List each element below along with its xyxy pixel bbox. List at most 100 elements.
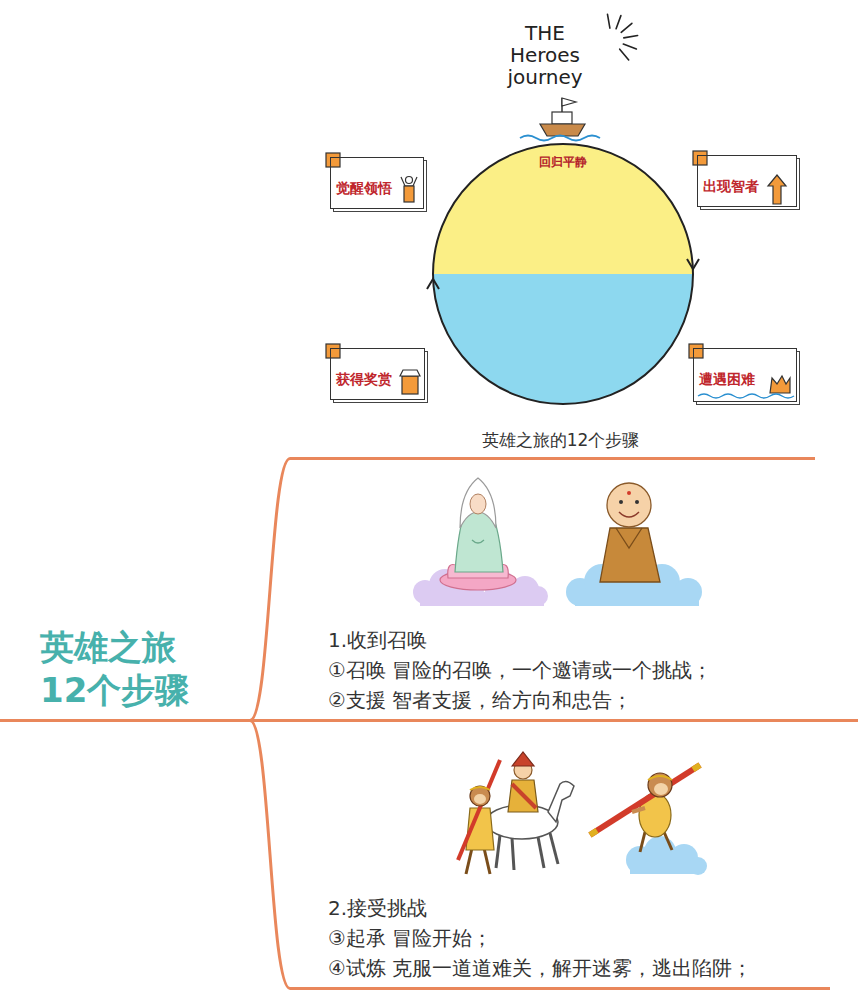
monk-figure	[635, 500, 639, 504]
step-text: 2.接受挑战	[328, 893, 822, 923]
branch-connector	[250, 459, 290, 721]
pilgrim-horse-figure	[470, 786, 490, 806]
pilgrim-horse-figure	[470, 787, 490, 790]
sun-rays	[621, 23, 632, 32]
guanyin-figure	[420, 592, 544, 606]
awakening-icon	[406, 177, 413, 184]
mentor-icon	[768, 175, 786, 204]
stage-card: 遭遇困难	[693, 348, 797, 402]
ship	[562, 98, 576, 106]
monkey-king-figure	[640, 832, 645, 852]
sun-rays	[624, 36, 638, 38]
circle-upper-half	[433, 144, 693, 274]
awakening-icon	[404, 186, 414, 202]
pilgrim-horse-figure	[512, 752, 534, 766]
guanyin-figure	[460, 478, 496, 528]
monk-figure	[600, 528, 660, 582]
stage-label: 获得奖赏	[336, 371, 392, 388]
trouble-icon	[698, 394, 794, 398]
stage-card-corner	[689, 344, 703, 358]
stage-label: 遭遇困难	[699, 371, 755, 388]
ship	[520, 98, 600, 141]
sun-rays	[608, 14, 638, 60]
monkey-king-figure	[630, 862, 702, 874]
reward-icon	[400, 370, 420, 376]
stage-card: 出现智者	[697, 155, 797, 207]
trouble-icon	[770, 376, 790, 393]
sun-rays	[608, 14, 610, 28]
branch-connector	[250, 719, 290, 722]
stage-card: 获得奖赏	[330, 348, 425, 400]
guanyin-figure	[413, 478, 548, 606]
ship	[520, 136, 600, 141]
pilgrim-horse-figure	[508, 780, 538, 812]
step-text: ①召唤 冒险的召唤，一个邀请或一个挑战；	[328, 655, 850, 685]
branch-connector	[250, 721, 290, 989]
step-text: 1.收到召唤	[328, 625, 850, 655]
pilgrim-horse-figure	[512, 784, 536, 808]
branch-topic: 1.收到召唤①召唤 冒险的召唤，一个邀请或一个挑战；②支援 智者支援，给方向和忠…	[290, 460, 858, 722]
stage-label: 出现智者	[703, 178, 759, 195]
pilgrim-horse-figure	[538, 837, 544, 868]
pilgrim-horse-figure	[458, 760, 500, 860]
reward-icon	[400, 370, 420, 394]
connector-group	[250, 459, 290, 989]
monkey-king-figure	[590, 765, 707, 875]
cycle-circle: 回归平静	[432, 143, 694, 405]
monkey-king-figure	[664, 832, 672, 850]
step-text: ②支援 智者支援，给方向和忠告；	[328, 685, 850, 715]
reward-icon	[402, 376, 418, 394]
monk-figure	[575, 592, 699, 606]
guanyin-figure	[472, 540, 484, 543]
sun-rays	[623, 44, 636, 49]
monk-figure	[607, 483, 651, 527]
pilgrim-horse-figure	[474, 794, 486, 804]
monkey-king-figure	[590, 765, 700, 835]
circle-lower-half	[433, 274, 693, 404]
cycle-arrow	[687, 259, 699, 269]
pilgrim-horse-figure	[496, 835, 500, 868]
ship	[540, 124, 585, 136]
pilgrim-horse-figure	[512, 838, 514, 870]
pilgrim-horse-figure	[484, 848, 490, 874]
circle-outline	[432, 143, 694, 405]
awakening-icon	[401, 177, 417, 203]
branch-topic: 2.接受挑战③起承 冒险开始；④试炼 克服一道道难关，解开迷雾，逃出陷阱；	[290, 728, 830, 990]
stage-card-corner	[326, 153, 340, 167]
pilgrim-horse-figure	[466, 848, 472, 874]
stage-card: 觉醒领悟	[330, 157, 424, 209]
stage-label: 觉醒领悟	[336, 180, 392, 197]
monkey-king-figure	[654, 783, 668, 795]
awakening-icon	[401, 177, 417, 186]
monk-figure	[619, 512, 639, 517]
monk-figure	[566, 483, 702, 606]
guanyin-figure	[470, 494, 486, 514]
picture-caption: 英雄之旅的12个步骤	[482, 429, 640, 451]
cycle-arrow	[427, 279, 439, 289]
monk-figure	[616, 528, 642, 548]
monkey-king-figure	[590, 831, 597, 836]
monkey-king-figure	[693, 765, 700, 770]
circle-outline	[433, 144, 693, 404]
stage-card-corner	[326, 344, 340, 358]
monkey-king-figure	[632, 808, 645, 812]
pilgrim-horse-figure	[548, 781, 574, 822]
stage-card-corner	[693, 151, 707, 165]
monkey-king-figure	[648, 773, 672, 797]
monk-figure	[627, 491, 631, 495]
monk-figure	[619, 500, 623, 504]
step-text: ④试炼 克服一道道难关，解开迷雾，逃出陷阱；	[328, 953, 822, 983]
root-topic: 英雄之旅 12个步骤	[0, 600, 250, 722]
circle-label: 回归平静	[432, 155, 694, 169]
journey-title: THE Heroes journey	[500, 22, 590, 88]
monkey-king-figure	[648, 776, 672, 780]
sun-rays	[616, 16, 621, 29]
pilgrim-horse-figure	[550, 833, 558, 864]
ship	[552, 112, 572, 124]
root-title: 英雄之旅 12个步骤	[40, 626, 220, 711]
step-text: ③起承 冒险开始；	[328, 923, 822, 953]
